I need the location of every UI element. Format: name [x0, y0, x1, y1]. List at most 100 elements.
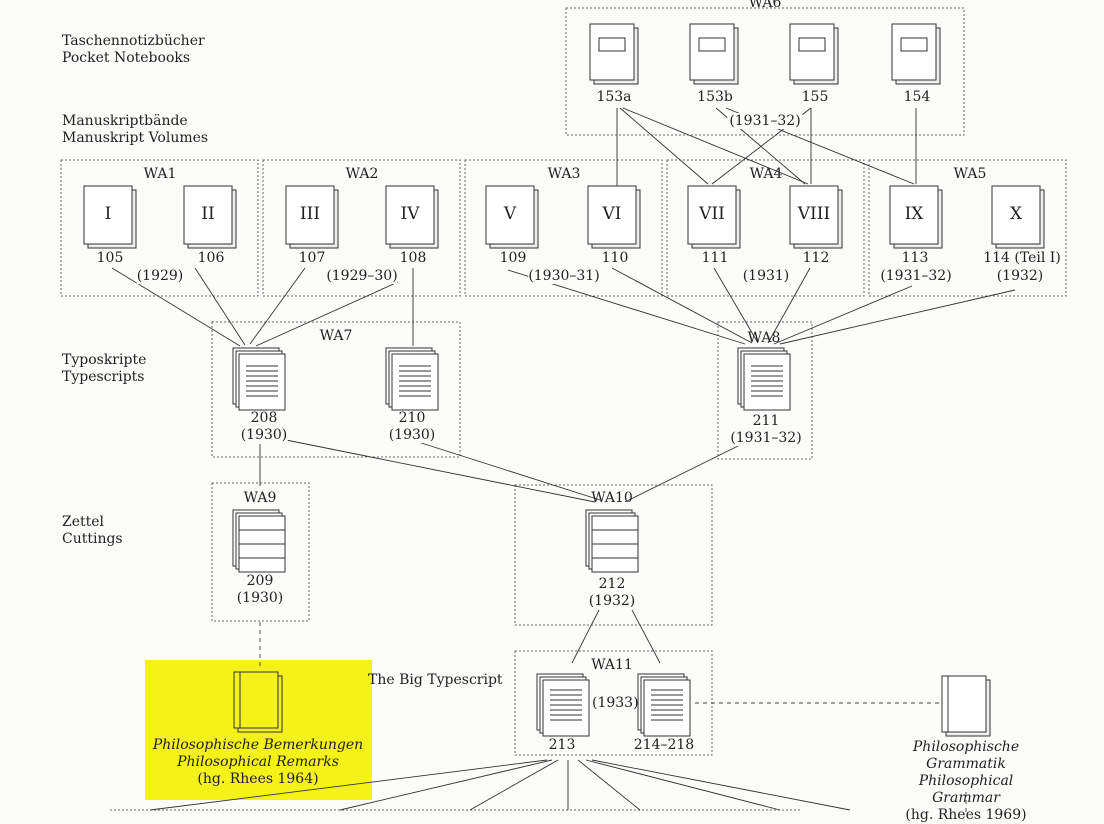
volume-108-icon: [385, 185, 439, 249]
typescript-208-icon: [232, 347, 286, 411]
wa10-title: WA10: [591, 490, 633, 506]
typescript-213-icon: [536, 673, 590, 737]
volume-109-icon: [485, 185, 539, 249]
volume-112-roman: VIII: [797, 204, 831, 224]
volume-110-roman: VI: [602, 204, 622, 224]
volume-114-roman: X: [1009, 204, 1023, 224]
typescript-210-number: 210: [398, 410, 426, 426]
notebook-155-label: 155: [801, 89, 829, 105]
volume-105-icon: [83, 185, 137, 249]
big-typescript-label: The Big Typescript: [368, 672, 503, 688]
typescript-214-icon: [637, 673, 691, 737]
volume-110-number: 110: [601, 250, 629, 266]
category-cuttings-en: Cuttings: [62, 531, 123, 547]
category-cuttings: Zettel Cuttings: [62, 514, 123, 548]
philosophical-remarks-title-en: Philosophical Remarks: [177, 754, 339, 770]
wa10-frame: [514, 484, 713, 626]
cuttings-209-year: (1930): [236, 590, 284, 606]
cuttings-209-icon: [232, 509, 286, 573]
philosophical-grammar-book-icon: [941, 675, 991, 737]
typescript-icons: [232, 347, 791, 737]
connector-lines: [111, 107, 1016, 811]
category-notebooks: Taschennotizbücher Pocket Notebooks: [62, 33, 205, 67]
wa1-frame: [60, 159, 259, 297]
category-volumes: Manuskriptbände Manuskript Volumes: [62, 113, 208, 147]
volume-109-roman: V: [503, 204, 517, 224]
wa2-years: (1929–30): [326, 268, 398, 284]
volume-112-number: 112: [802, 250, 830, 266]
notebook-icons: [589, 23, 941, 85]
wa7-title: WA7: [319, 328, 353, 344]
volume-114-icon: [991, 185, 1045, 249]
notebook-155-icon: [789, 23, 839, 85]
volume-109-number: 109: [499, 250, 527, 266]
volume-105-roman: I: [104, 204, 112, 224]
wa4-frame: [666, 159, 865, 297]
philosophical-remarks-book-icon: [233, 671, 283, 733]
volume-110-icon: [587, 185, 641, 249]
typescript-208-number: 208: [250, 410, 278, 426]
book-icons: [233, 671, 991, 737]
wa2-title: WA2: [345, 166, 379, 182]
volume-113-roman: IX: [904, 204, 924, 224]
notebook-153a-icon: [589, 23, 639, 85]
philosophical-remarks-editor: (hg. Rhees 1964): [197, 771, 319, 787]
wa3-years: (1930–31): [528, 268, 600, 284]
typescript-211-number: 211: [752, 413, 780, 429]
philosophical-grammar-title-de: Philosophische Grammatik: [912, 739, 1020, 772]
typescript-211-year: (1931–32): [730, 430, 802, 446]
volume-106-number: 106: [197, 250, 225, 266]
dashed-links: [259, 622, 967, 812]
category-volumes-de: Manuskriptbände: [62, 113, 188, 129]
wa1-years: (1929): [136, 268, 184, 284]
typescript-211-icon: [737, 347, 791, 411]
typescript-214-218-number: 214–218: [633, 737, 695, 753]
category-notebooks-de: Taschennotizbücher: [62, 33, 205, 49]
wa4-years: (1931): [742, 268, 790, 284]
wa1-title: WA1: [143, 166, 177, 182]
typescript-213-year: (1933): [592, 695, 639, 711]
volume-105-number: 105: [96, 250, 124, 266]
volume-113-icon: [889, 185, 943, 249]
volume-114-years: (1932): [996, 268, 1044, 284]
typescript-212-icon: [585, 509, 639, 573]
notebook-154-label: 154: [903, 89, 931, 105]
volume-icons: [83, 185, 1045, 249]
wa3-title: WA3: [547, 166, 581, 182]
typescript-213-number: 213: [548, 737, 576, 753]
typescript-208-year: (1930): [240, 427, 288, 443]
volume-113-number: 113: [901, 250, 929, 266]
volume-111-roman: VII: [699, 204, 725, 224]
wa3-frame: [464, 159, 663, 297]
wa11-title: WA11: [591, 657, 633, 673]
notebook-153b-label: 153b: [697, 89, 733, 105]
wa8-title: WA8: [747, 330, 781, 346]
notebook-years: (1931–32): [727, 113, 803, 129]
volume-106-roman: II: [201, 204, 215, 224]
notebook-153a-label: 153a: [596, 89, 632, 105]
wa6-frame: [565, 7, 965, 136]
category-notebooks-en: Pocket Notebooks: [62, 50, 191, 66]
category-volumes-en: Manuskript Volumes: [62, 130, 209, 146]
wa8-frame: [717, 321, 813, 460]
category-typescripts-en: Typescripts: [62, 369, 145, 385]
volume-108-number: 108: [399, 250, 427, 266]
volume-108-roman: IV: [400, 204, 420, 224]
philosophical-grammar-label: Philosophische Grammatik Philosophical G…: [897, 739, 1035, 824]
wa5-frame: [868, 159, 1067, 297]
wa5-years: (1931–32): [880, 268, 952, 284]
wa4-title: WA4: [749, 166, 783, 182]
philosophical-remarks-title-de: Philosophische Bemerkungen: [152, 737, 364, 753]
volume-111-number: 111: [701, 250, 729, 266]
volume-114-number: 114 (Teil I): [983, 250, 1061, 266]
philosophical-grammar-editor: (hg. Rhees 1969): [905, 807, 1027, 823]
wa6-title: WA6: [748, 0, 782, 11]
philosophical-grammar-title-en: Philosophical Grammar: [918, 773, 1014, 806]
cuttings-209-number: 209: [246, 573, 274, 589]
category-typescripts-de: Typoskripte: [62, 352, 147, 368]
typescript-212-number: 212: [598, 576, 626, 592]
category-cuttings-de: Zettel: [62, 514, 105, 530]
category-typescripts: Typoskripte Typescripts: [62, 352, 146, 386]
